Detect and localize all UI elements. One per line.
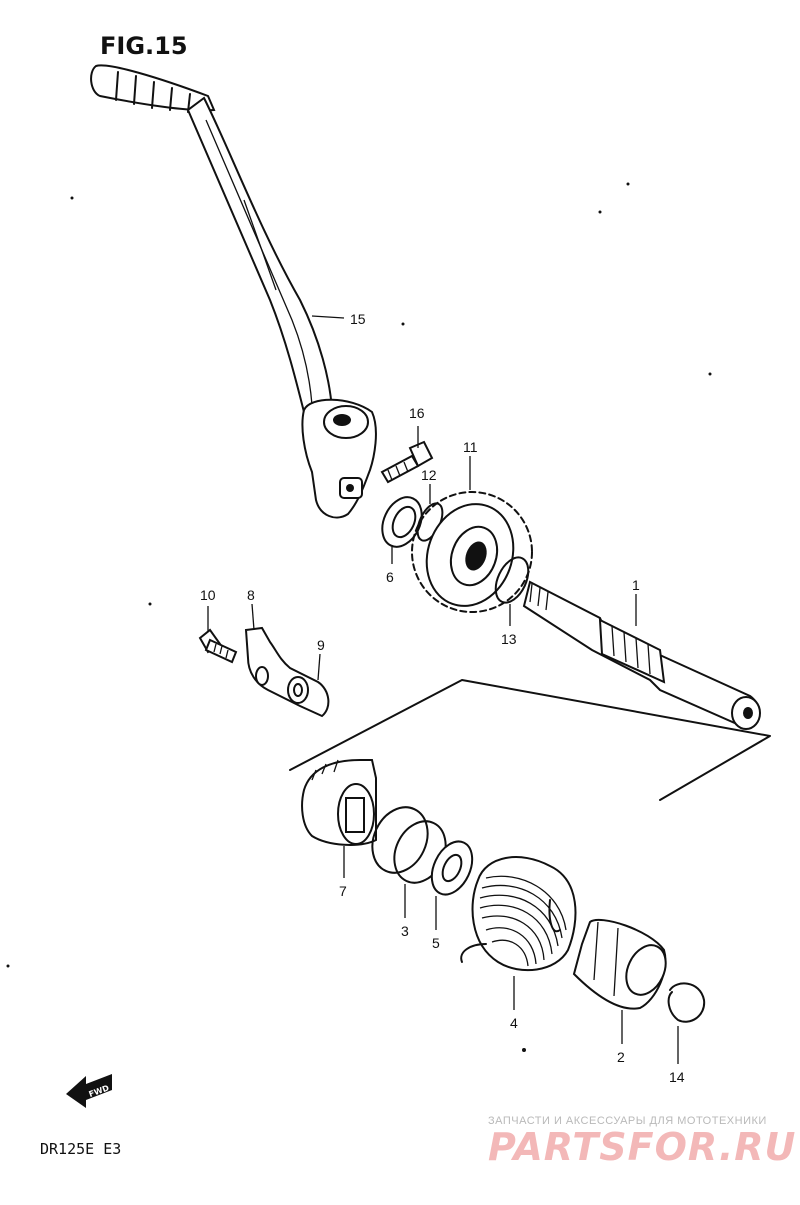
plate-hole <box>255 666 269 686</box>
callout-1: 1 <box>632 577 640 593</box>
washer-5 <box>430 840 474 896</box>
callout-14: 14 <box>669 1069 685 1085</box>
watermark: ЗАПЧАСТИ И АКСЕССУАРЫ ДЛЯ МОТОТЕХНИКИ PA… <box>488 1115 796 1169</box>
washer-9 <box>287 676 309 704</box>
callout-8: 8 <box>247 587 255 603</box>
callout-2: 2 <box>617 1049 625 1065</box>
washer-13 <box>494 556 530 604</box>
callout-9: 9 <box>317 637 325 653</box>
callout-6: 6 <box>386 569 394 585</box>
callout-3: 3 <box>401 923 409 939</box>
figure-title: FIG.15 <box>100 32 188 60</box>
callout-10: 10 <box>200 587 216 603</box>
callout-13: 13 <box>501 631 517 647</box>
callout-11: 11 <box>463 439 478 455</box>
forward-arrow-icon: FWD <box>66 1074 112 1108</box>
callout-16: 16 <box>409 405 425 421</box>
callout-15: 15 <box>350 311 366 327</box>
spring-guide-2 <box>572 918 667 1010</box>
model-code: DR125E E3 <box>40 1140 121 1158</box>
bolt-10 <box>198 628 238 664</box>
callout-labels: 15 16 11 12 6 1 13 10 8 9 7 3 5 4 2 14 <box>200 311 685 1085</box>
return-spring-4 <box>460 856 577 972</box>
watermark-caption: ЗАПЧАСТИ И АКСЕССУАРЫ ДЛЯ МОТОТЕХНИКИ <box>488 1115 767 1127</box>
kick-starter-7 <box>301 759 377 846</box>
bolt-16 <box>380 440 434 484</box>
circlip-14 <box>667 982 706 1023</box>
callout-7: 7 <box>339 883 347 899</box>
callout-12: 12 <box>421 467 437 483</box>
leader-lines <box>207 315 679 1064</box>
kick-gear-11 <box>411 491 533 613</box>
kick-shaft-1 <box>522 580 761 730</box>
callout-5: 5 <box>432 935 440 951</box>
callout-4: 4 <box>510 1015 518 1031</box>
watermark-brand: PARTSFOR.RU <box>488 1125 796 1169</box>
oil-seal-6 <box>381 496 423 548</box>
kick-lever <box>90 64 377 519</box>
scan-specks <box>6 182 712 1052</box>
assembly-outline <box>289 679 771 801</box>
